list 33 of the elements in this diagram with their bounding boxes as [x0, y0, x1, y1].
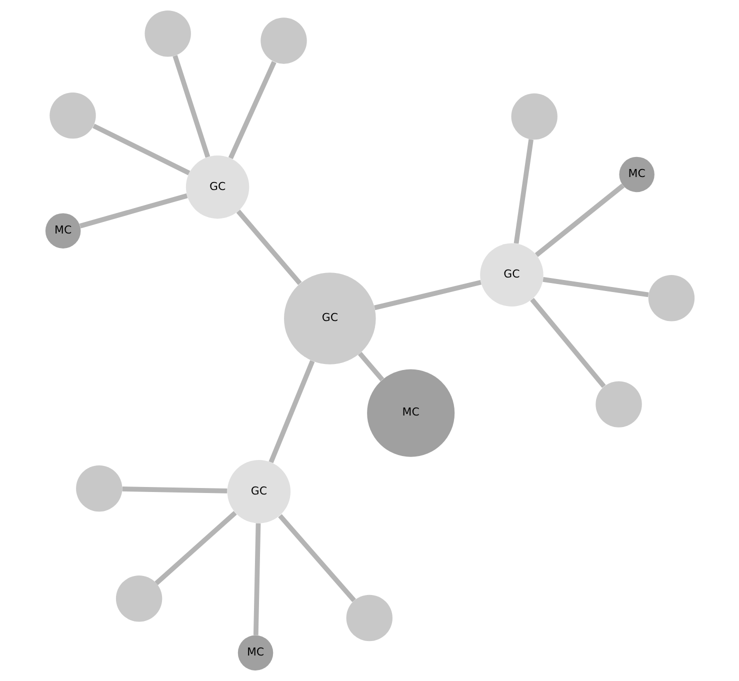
node-circle — [510, 93, 557, 140]
connector — [236, 210, 302, 286]
connector — [154, 510, 236, 586]
node-circle — [595, 381, 642, 428]
node-circle: MC — [618, 156, 654, 192]
node-circle — [144, 10, 190, 57]
node-circle — [648, 275, 694, 322]
connector — [78, 193, 188, 228]
connector — [542, 277, 648, 298]
connector — [122, 486, 227, 494]
node-circle: GC — [284, 272, 376, 364]
node-circle: MC — [237, 635, 273, 670]
connector — [172, 55, 210, 158]
connector — [92, 124, 190, 176]
connector — [357, 352, 384, 382]
node-circle: MC — [366, 369, 454, 457]
connector — [530, 298, 606, 388]
node-circle: GC — [226, 460, 290, 524]
node-circle — [260, 18, 306, 64]
connector — [252, 523, 260, 636]
connector — [534, 184, 624, 257]
node-circle — [49, 92, 96, 139]
node-circle — [76, 465, 122, 512]
node-circle — [115, 576, 162, 622]
connector — [374, 280, 481, 310]
node-circle: GC — [185, 155, 249, 219]
connector — [228, 60, 276, 160]
connector — [513, 139, 533, 244]
node-circle: GC — [480, 243, 543, 307]
node-circle: MC — [44, 213, 80, 248]
connector — [278, 514, 356, 602]
connector — [268, 360, 314, 464]
node-circle — [346, 594, 392, 642]
